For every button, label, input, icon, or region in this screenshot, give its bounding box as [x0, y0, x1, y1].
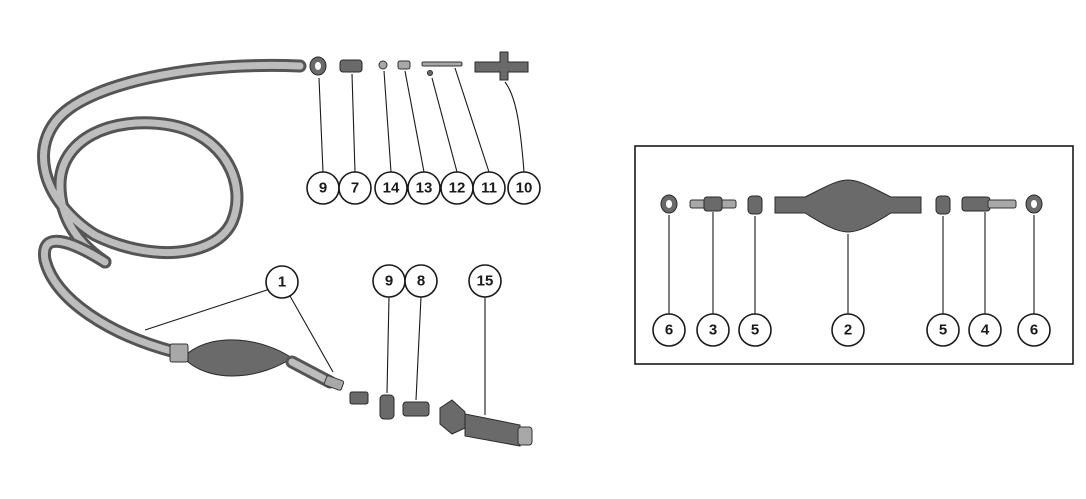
- primer-bulb-inset: 6 3 5 2 5 4 6: [634, 145, 1074, 365]
- callout-top-6: 10: [507, 171, 541, 205]
- callout-inset-4-label: 5: [939, 322, 947, 339]
- callout-top-5-label: 11: [481, 180, 497, 197]
- inset-callouts: 6 3 5 2 5 4 6: [652, 313, 1051, 347]
- callout-inset-6-label: 6: [1030, 322, 1038, 339]
- callout-top-6-label: 10: [516, 180, 533, 197]
- callout-inset-1: 3: [696, 313, 730, 347]
- callout-hose: 1: [265, 265, 299, 299]
- fuel-hose-coil: [37, 59, 307, 359]
- callout-top-1-label: 7: [351, 180, 359, 197]
- callouts-bottom-row: 1 9 8 15: [265, 264, 502, 299]
- callout-inset-0-label: 6: [665, 322, 673, 339]
- inset-parts: [660, 179, 1043, 233]
- callout-top-0-label: 9: [319, 180, 327, 197]
- callout-inset-5-label: 4: [981, 322, 990, 339]
- callout-top-4: 12: [440, 171, 474, 205]
- callout-inset-2-label: 5: [751, 322, 759, 339]
- primer-bulb: [169, 339, 345, 391]
- callout-inset-2: 5: [738, 313, 772, 347]
- top-row-parts: [309, 51, 529, 81]
- hose-end-fitting: [349, 391, 369, 405]
- callout-top-4-label: 12: [449, 180, 466, 197]
- callout-inset-3: 2: [831, 313, 865, 347]
- callout-top-1: 7: [338, 171, 372, 205]
- callout-hose-label: 1: [278, 274, 286, 291]
- callout-bottom-1: 8: [404, 264, 438, 298]
- callout-inset-1-label: 3: [709, 322, 717, 339]
- callout-inset-0: 6: [652, 313, 686, 347]
- callout-top-0: 9: [306, 171, 340, 205]
- callout-bottom-0-label: 9: [385, 273, 393, 290]
- inset-leader-lines: [668, 212, 1035, 315]
- callout-top-3: 13: [407, 171, 441, 205]
- callout-bottom-2-label: 15: [477, 273, 494, 290]
- callout-top-3-label: 13: [416, 180, 433, 197]
- leader-lines-bottom: [144, 288, 486, 415]
- leader-lines-top: [318, 67, 525, 173]
- bottom-row-parts: [379, 394, 533, 447]
- callout-bottom-1-label: 8: [417, 273, 425, 290]
- callouts-top-row: 9 7 14 13 12 11 10: [306, 171, 541, 205]
- callout-bottom-0: 9: [372, 264, 406, 298]
- callout-inset-6: 6: [1017, 313, 1051, 347]
- callout-inset-3-label: 2: [844, 322, 852, 339]
- callout-inset-4: 5: [926, 313, 960, 347]
- callout-inset-5: 4: [968, 313, 1002, 347]
- callout-bottom-2: 15: [468, 264, 502, 298]
- callout-top-2-label: 14: [383, 180, 400, 197]
- callout-top-2: 14: [374, 171, 408, 205]
- callout-top-5: 11: [472, 171, 506, 205]
